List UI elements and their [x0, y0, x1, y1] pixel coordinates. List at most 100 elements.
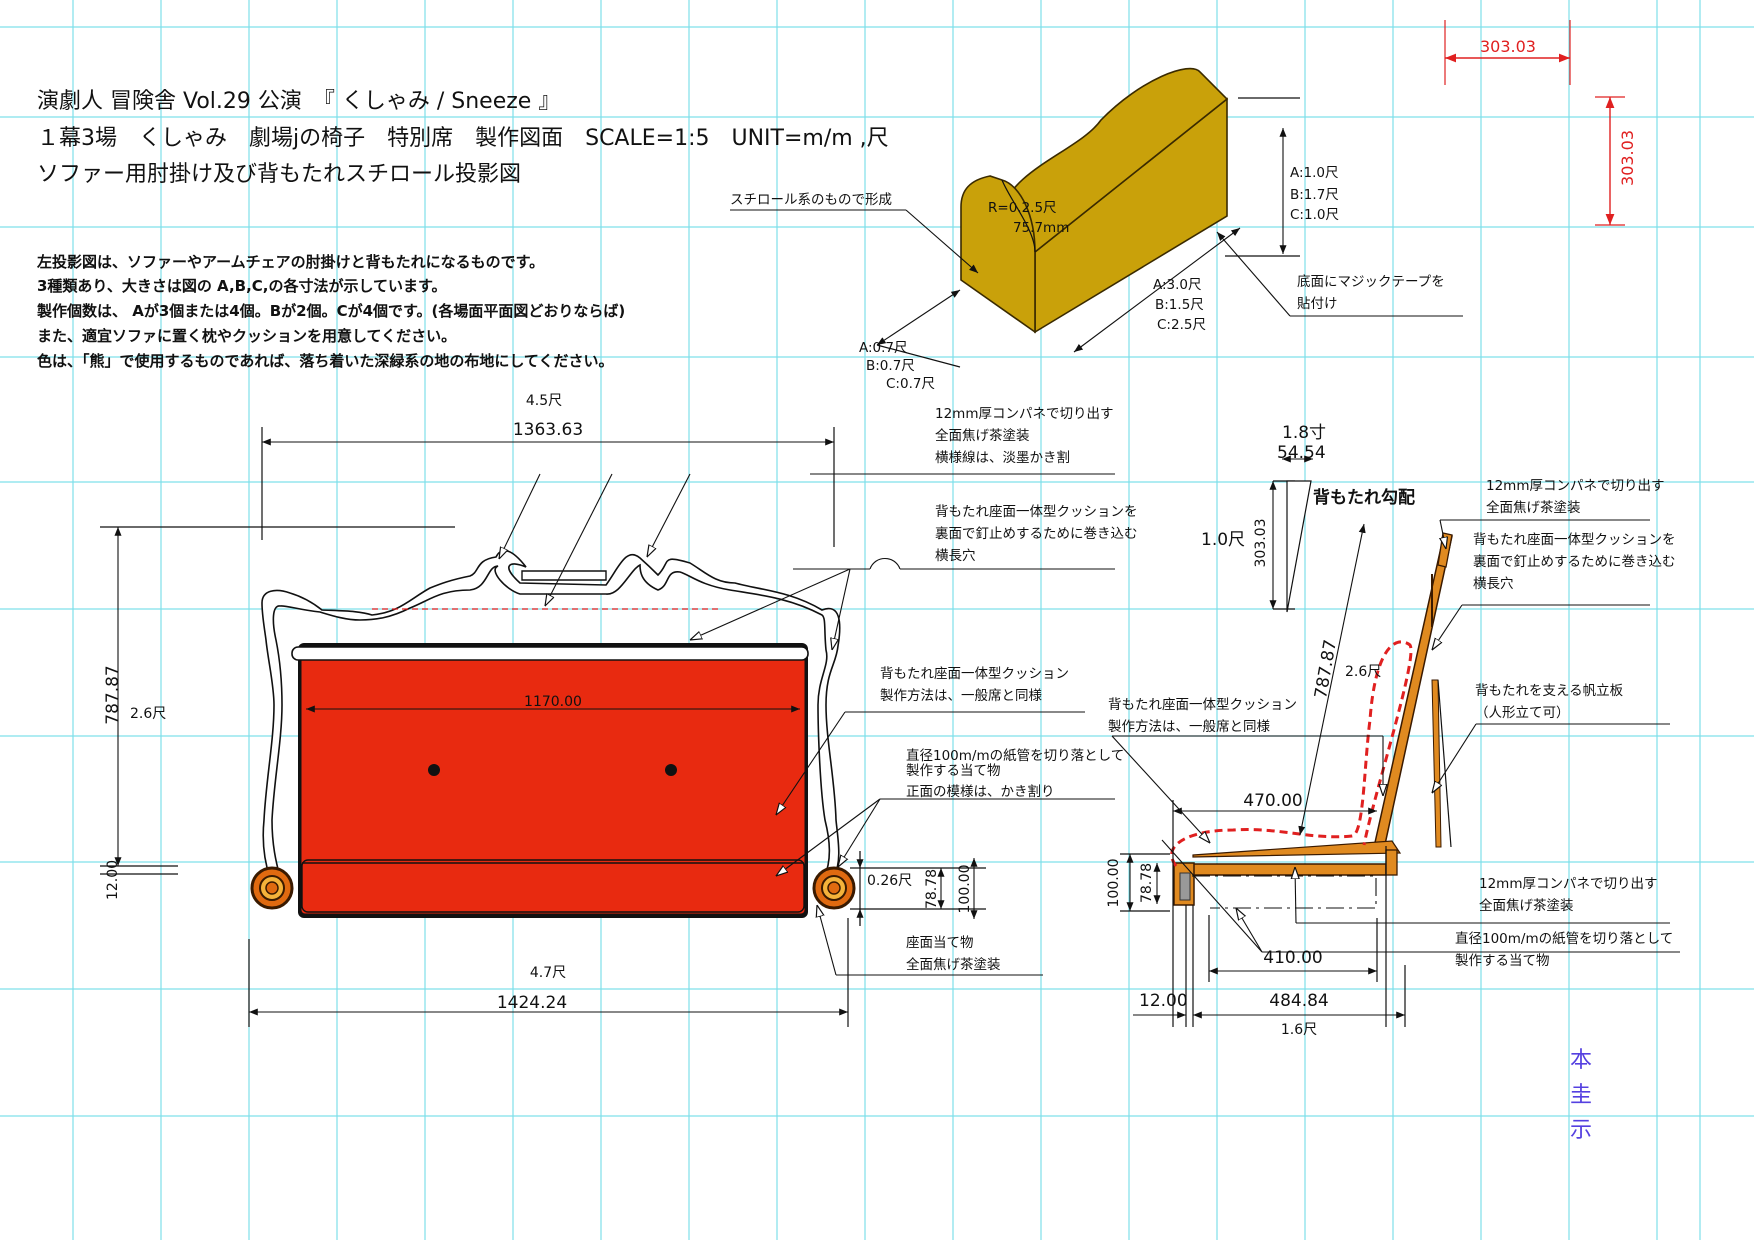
side-base-total: 484.84 — [1269, 991, 1328, 1011]
front-slot-label: 横長穴 — [935, 548, 976, 564]
front-left-small: 12.00 — [105, 860, 121, 900]
depth-label-b: B:0.7尺 — [866, 358, 915, 374]
velcro-label: 貼付け — [1297, 296, 1338, 312]
rake-mm: 54.54 — [1277, 443, 1326, 463]
rake-title: 背もたれ勾配 — [1313, 487, 1415, 508]
stamp-char: 示 — [1570, 1118, 1592, 1143]
rake-height-shaku: 1.0尺 — [1201, 530, 1245, 550]
front-roller-label: 製作する当て物 — [906, 763, 1001, 779]
stamp-char: 本 — [1570, 1048, 1592, 1073]
side-bottom-board-label: 全面焦げ茶塗装 — [1479, 897, 1574, 914]
scale-reference: 303.03 303.03 — [1444, 20, 1637, 226]
note-line: 色は、「熊」で使用するものであれば、落ち着いた深緑系の地の布地にしてください。 — [37, 352, 613, 370]
note-line: 製作個数は、 Aが3個または4個。Bが2個。Cが4個です。(各場面平面図どおりな… — [36, 302, 625, 320]
side-height-a: 100.00 — [1106, 859, 1122, 908]
front-slot-label: 裏面で釘止めするために巻き込む — [935, 525, 1138, 542]
back-length-mm: 787.87 — [1311, 638, 1341, 700]
seat-inner: 410.00 — [1263, 948, 1322, 968]
note-line: また、適宜ソファに置く枕やクッションを用意してください。 — [37, 327, 456, 345]
side-slot-label: 背もたれ座面一体型クッションを — [1473, 532, 1676, 548]
backboard-outline — [261, 549, 841, 879]
front-height-mm: 787.87 — [103, 665, 123, 724]
front-bottom-width-shaku: 4.7尺 — [530, 965, 566, 981]
front-roller-label: 正面の模様は、かき割り — [906, 783, 1055, 800]
radius-label: R=0.2.5尺 — [988, 200, 1057, 216]
title-line-2: １幕3場 くしゃみ 劇場jの椅子 特別席 製作図面 SCALE=1:5 UNIT… — [37, 126, 889, 151]
front-back-label: 横様線は、淡墨かき割 — [935, 449, 1070, 466]
cushion-seat-edge — [301, 859, 805, 913]
front-back-label: 12mm厚コンパネで切り出す — [935, 406, 1113, 422]
base-hidden-line — [1192, 875, 1377, 909]
side-board-label: 全面焦げ茶塗装 — [1486, 499, 1581, 516]
tuft-button — [665, 764, 677, 776]
side-tube-label: 製作する当て物 — [1455, 953, 1550, 969]
height-label-a: A:1.0尺 — [1290, 165, 1339, 181]
roller-shaku: 0.26尺 — [867, 873, 912, 889]
side-tube-label: 直径100m/mの紙管を切り落として — [1455, 931, 1673, 947]
rake-triangle — [1286, 480, 1312, 613]
roller-right — [812, 866, 856, 910]
depth-label-a: A:0.7尺 — [859, 340, 908, 356]
front-tube-inner — [1179, 872, 1191, 901]
side-cushion-label: 製作方法は、一般席と同様 — [1108, 719, 1270, 735]
stamp-char: 圭 — [1570, 1083, 1592, 1108]
front-back-label: 全面焦げ茶塗装 — [935, 427, 1030, 444]
height-label-c: C:1.0尺 — [1290, 207, 1339, 223]
notes-block: 左投影図は、ソファーやアームチェアの肘掛けと背もたれになるものです。 3種類あり… — [36, 253, 625, 370]
front-inner-width: 1170.00 — [524, 694, 582, 710]
side-brace-label: 背もたれを支える帆立板 — [1475, 683, 1624, 699]
depth-label-c: C:0.7尺 — [886, 376, 935, 392]
base-board — [1185, 863, 1387, 876]
title-line-1: 演劇人 冒険舎 Vol.29 公演 『 くしゃみ / Sneeze 』 — [37, 89, 560, 114]
back-length-shaku: 2.6尺 — [1345, 664, 1381, 680]
velcro-label: 底面にマジックテープを — [1297, 274, 1445, 290]
length-label-c: C:2.5尺 — [1157, 317, 1206, 333]
seat-depth: 470.00 — [1243, 791, 1302, 811]
roller-mm-a: 78.78 — [924, 869, 940, 909]
note-line: 3種類あり、大きさは図の A,B,C,の各寸法が示しています。 — [37, 277, 447, 295]
height-label-b: B:1.7尺 — [1290, 187, 1339, 203]
front-roller-label: 直径100m/mの紙管を切り落として — [906, 748, 1124, 764]
side-height-b: 78.78 — [1139, 863, 1155, 903]
front-seat-label: 座面当て物 — [906, 935, 974, 951]
signature-stamp: 本 圭 示 — [1570, 1048, 1592, 1143]
title-line-3: ソファー用肘掛け及び背もたれスチロール投影図 — [37, 162, 521, 187]
scale-horizontal-label: 303.03 — [1480, 37, 1536, 56]
side-base-small: 12.00 — [1139, 991, 1188, 1011]
rake-height-mm: 303.03 — [1253, 519, 1269, 568]
front-top-width-shaku: 4.5尺 — [526, 393, 562, 409]
radius-mm-label: 75.7mm — [1013, 220, 1069, 236]
front-height-shaku: 2.6尺 — [130, 706, 166, 722]
front-seat-label: 全面焦げ茶塗装 — [906, 956, 1001, 973]
front-bottom-width-mm: 1424.24 — [497, 993, 567, 1013]
front-slot-label: 背もたれ座面一体型クッションを — [935, 504, 1138, 520]
length-label-b: B:1.5尺 — [1155, 297, 1204, 313]
length-label-a: A:3.0尺 — [1153, 277, 1202, 293]
side-brace-label: （人形立て可） — [1475, 705, 1570, 721]
scale-vertical-label: 303.03 — [1618, 130, 1637, 186]
front-cushion-label: 製作方法は、一般席と同様 — [880, 688, 1042, 704]
base-end-block — [1385, 849, 1398, 876]
seat-board — [1192, 840, 1402, 858]
styrofoam-block: A:1.0尺 B:1.7尺 C:1.0尺 A:3.0尺 B:1.5尺 C:2.5… — [730, 67, 1463, 392]
side-slot-label: 裏面で釘止めするために巻き込む — [1473, 553, 1676, 570]
side-cushion-label: 背もたれ座面一体型クッション — [1108, 697, 1297, 713]
note-line: 左投影図は、ソファーやアームチェアの肘掛けと背もたれになるものです。 — [36, 253, 544, 271]
material-label: スチロール系のもので形成 — [730, 192, 892, 208]
cushion-top-roll — [291, 646, 809, 661]
title-block: 演劇人 冒険舎 Vol.29 公演 『 くしゃみ / Sneeze 』 １幕3場… — [37, 89, 889, 187]
backboard-slot — [521, 570, 607, 581]
tuft-button — [428, 764, 440, 776]
side-board-label: 12mm厚コンパネで切り出す — [1486, 478, 1664, 494]
backrest-top — [1437, 532, 1453, 568]
roller-mm-b: 100.00 — [957, 865, 973, 914]
rake-shaku: 1.8寸 — [1282, 423, 1326, 443]
side-bottom-board-label: 12mm厚コンパネで切り出す — [1479, 876, 1657, 892]
side-slot-label: 横長穴 — [1473, 576, 1514, 592]
side-base-shaku: 1.6尺 — [1281, 1022, 1317, 1038]
roller-left — [250, 866, 294, 910]
front-cushion-label: 背もたれ座面一体型クッション — [880, 666, 1069, 682]
front-top-width-mm: 1363.63 — [513, 420, 583, 440]
block-round-edge — [1001, 179, 1036, 253]
